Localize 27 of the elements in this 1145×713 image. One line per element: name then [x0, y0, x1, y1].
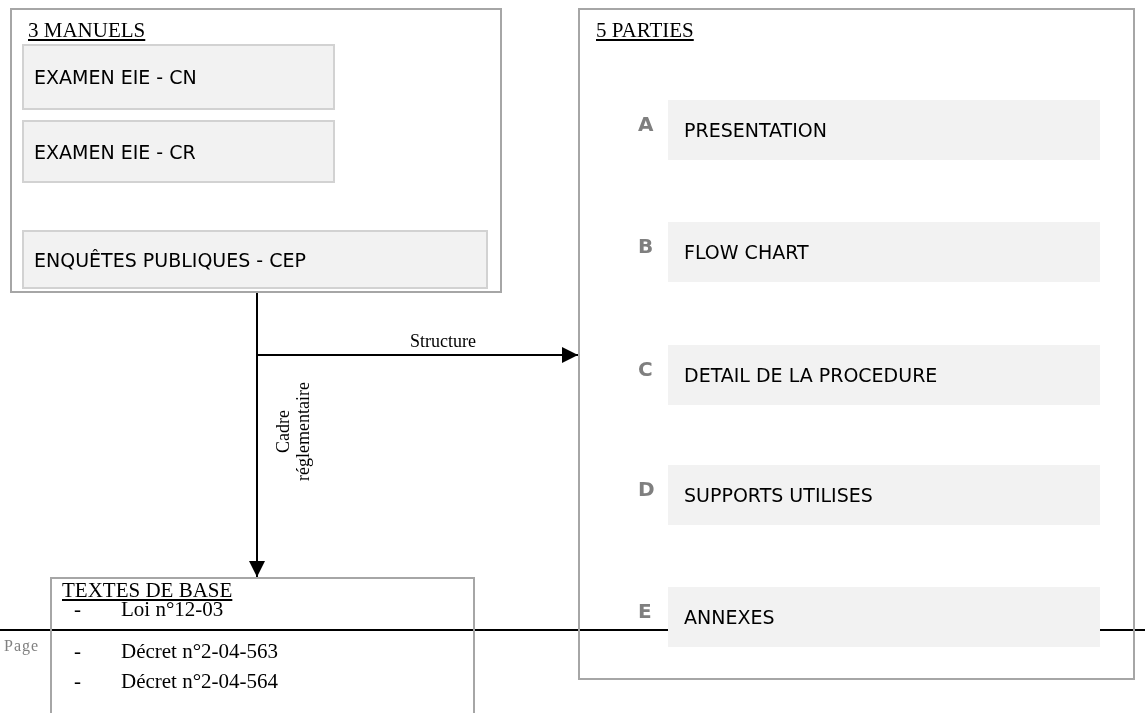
item-box: [22, 120, 335, 183]
arrow: [249, 292, 265, 578]
item-label: ENQUÊTES PUBLIQUES - CEP: [34, 248, 306, 271]
item-label: FLOW CHART: [684, 241, 809, 263]
item-label: PRESENTATION: [684, 119, 827, 141]
item-label: EXAMEN EIE - CN: [34, 66, 197, 88]
bullet-dash: -: [74, 669, 81, 694]
bullet-dash: -: [74, 639, 81, 664]
section-letter: C: [638, 357, 653, 381]
list-box: [50, 577, 475, 713]
item-label: ANNEXES: [684, 606, 775, 628]
item-label: SUPPORTS UTILISES: [684, 484, 873, 506]
group-heading: 5 PARTIES: [596, 18, 694, 43]
item-label: EXAMEN EIE - CR: [34, 140, 196, 163]
section-letter: A: [638, 112, 654, 136]
section-letter: E: [638, 599, 652, 623]
group-box: [10, 8, 502, 293]
page-footer: Page: [4, 637, 40, 655]
section-letter: D: [638, 477, 655, 501]
item-label: DETAIL DE LA PROCEDURE: [684, 364, 938, 386]
item-box: [22, 44, 335, 110]
group-heading: 3 MANUELS: [28, 18, 146, 43]
section-letter: B: [638, 234, 654, 258]
group-box: [578, 8, 1135, 680]
list-item: Décret n°2-04-563: [121, 639, 279, 664]
item-box: [22, 230, 488, 289]
list-item: Décret n°2-04-564: [121, 669, 279, 694]
